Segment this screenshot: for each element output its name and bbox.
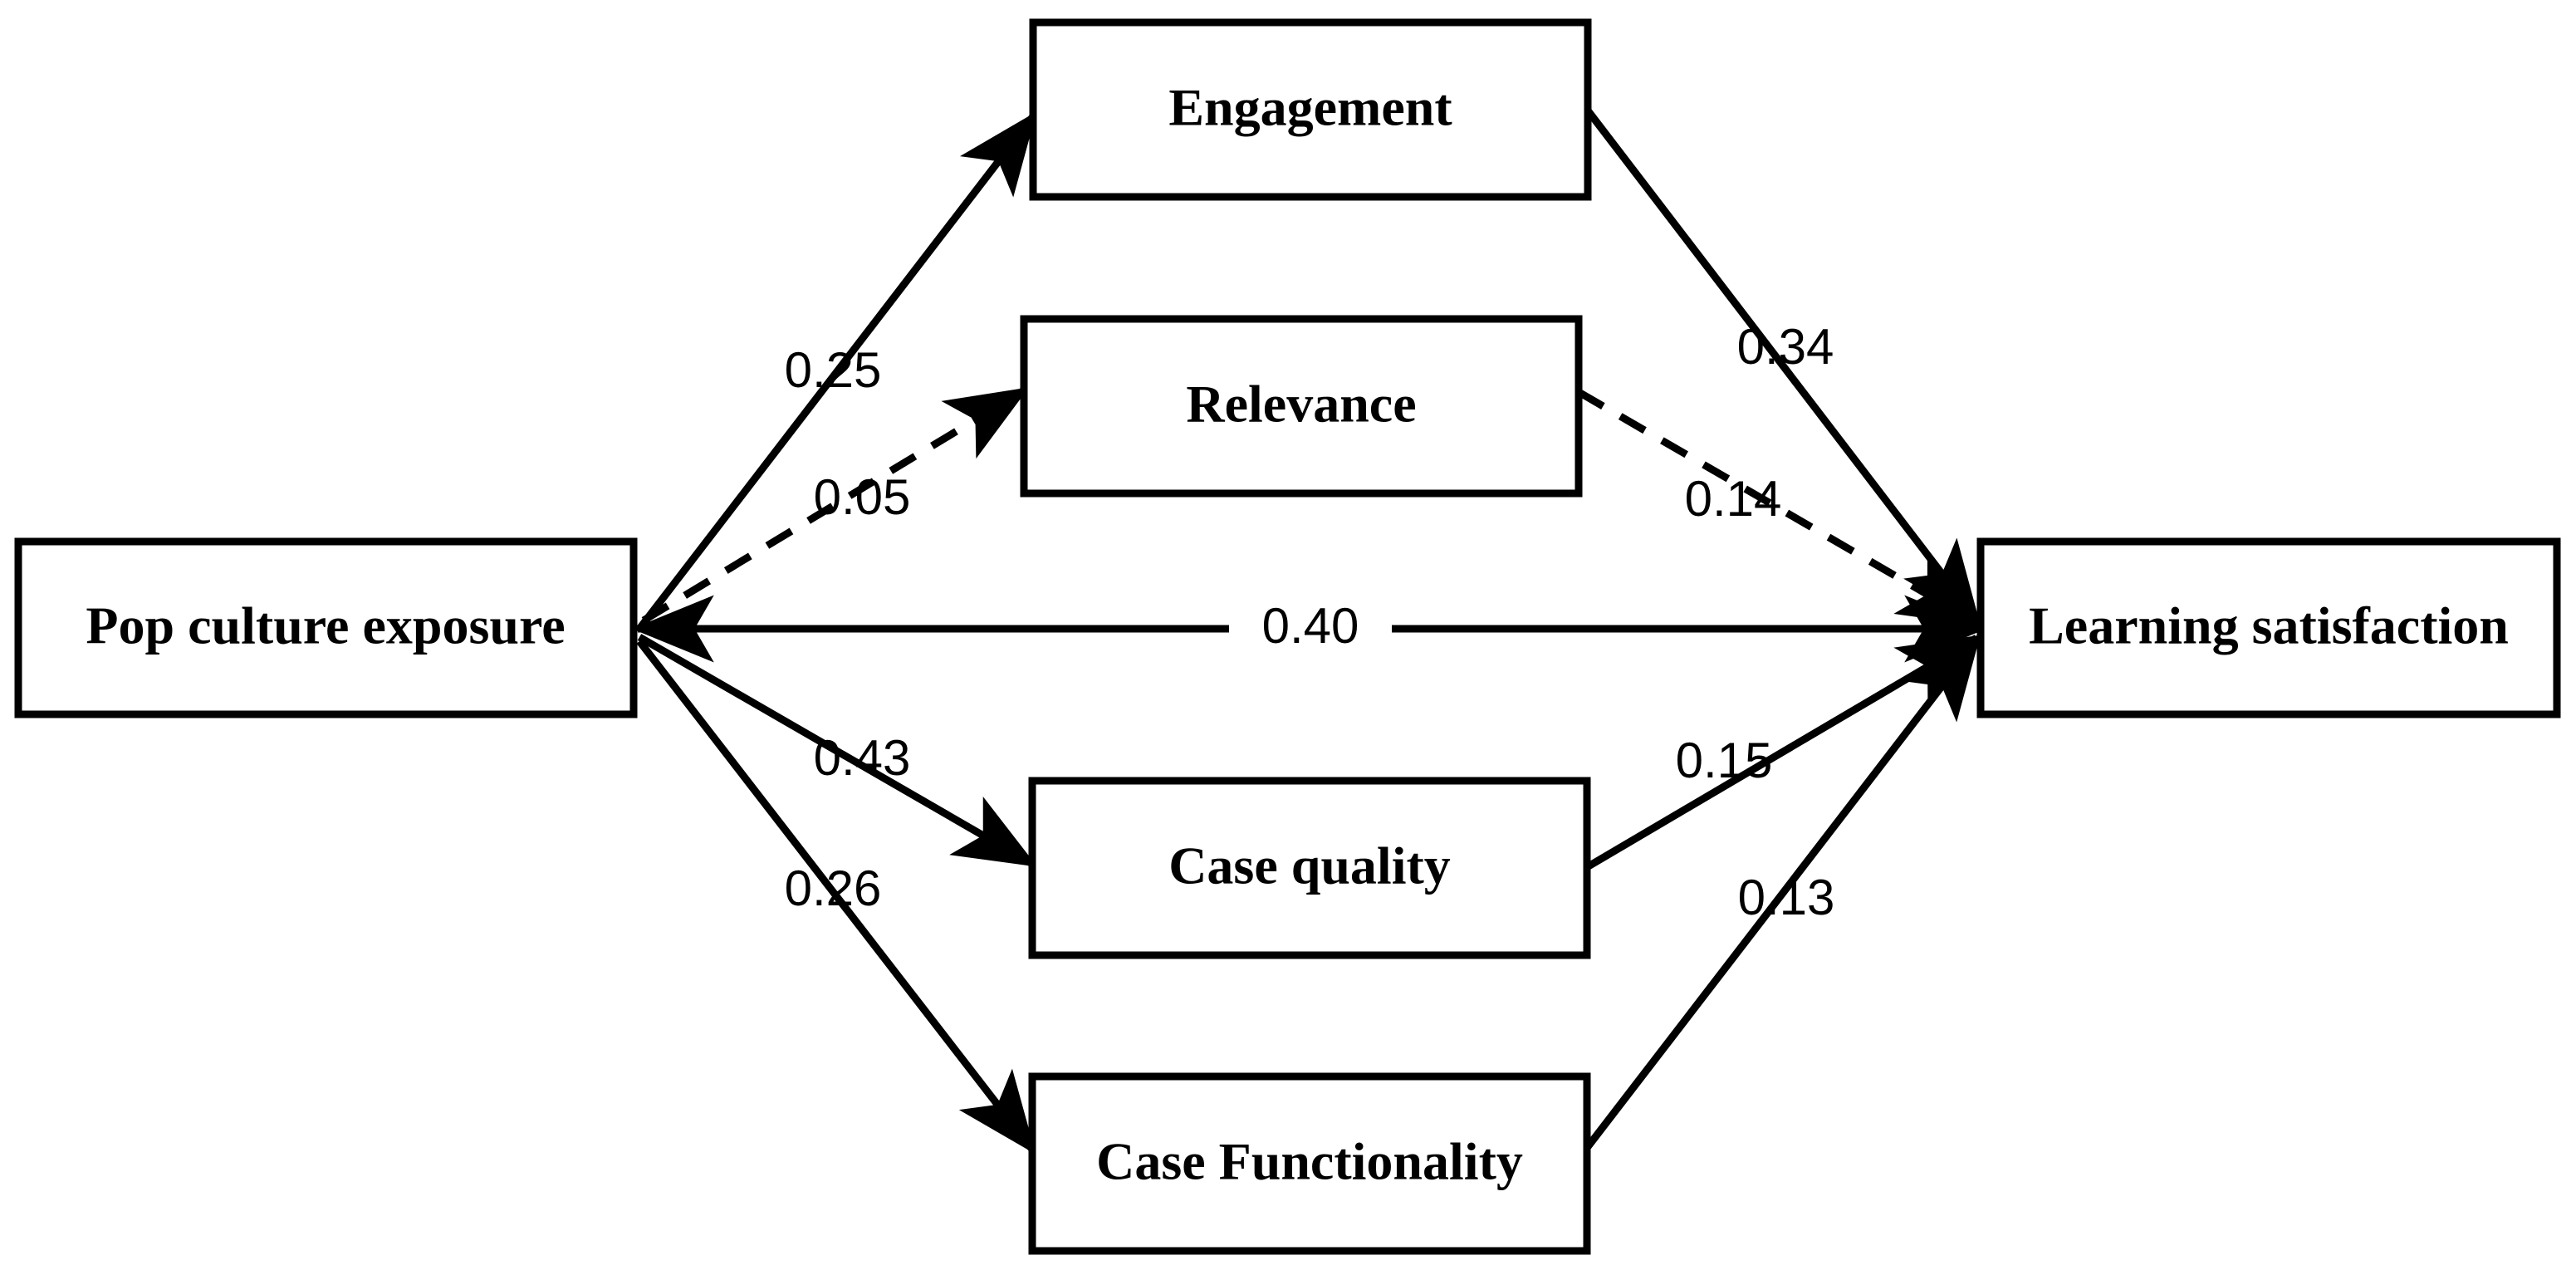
node-relevance[interactable]: Relevance <box>1020 315 1583 498</box>
node-case-quality[interactable]: Case quality <box>1028 777 1591 959</box>
path-pce-to-case-quality <box>637 634 1038 867</box>
coefficient-label-pce-satisfaction-direct: 0.40 <box>1262 598 1359 654</box>
node-box-engagement <box>1029 18 1592 201</box>
coefficient-label-pce-case-functionality: 0.26 <box>785 861 882 916</box>
node-box-learning-satisfaction <box>1976 537 2561 718</box>
node-learning-satisfaction[interactable]: Learning satisfaction <box>1976 537 2561 718</box>
coefficient-label-case-functionality-satisfaction: 0.13 <box>1738 870 1835 925</box>
node-label-case-functionality: Case Functionality <box>1096 1132 1523 1191</box>
path-pce-to-relevance <box>641 387 1030 624</box>
node-box-relevance <box>1020 315 1583 498</box>
coefficient-label-pce-relevance: 0.05 <box>814 469 911 525</box>
coefficient-label-pce-case-quality: 0.43 <box>814 730 911 786</box>
coefficient-label-pce-engagement: 0.25 <box>785 342 882 398</box>
node-label-case-quality: Case quality <box>1168 836 1451 895</box>
node-label-relevance: Relevance <box>1186 375 1416 434</box>
node-case-functionality[interactable]: Case Functionality <box>1028 1072 1591 1255</box>
node-label-engagement: Engagement <box>1168 78 1452 137</box>
path-engagement-to-satisfaction <box>1584 108 1981 624</box>
node-box-case-functionality <box>1028 1072 1591 1255</box>
path-pce-to-case-functionality <box>636 639 1036 1155</box>
node-box-pop-culture-exposure <box>14 537 638 718</box>
node-label-learning-satisfaction: Learning satisfaction <box>2029 596 2509 655</box>
coefficient-label-relevance-satisfaction: 0.14 <box>1685 471 1782 527</box>
node-label-pop-culture-exposure: Pop culture exposure <box>86 596 565 655</box>
node-engagement[interactable]: Engagement <box>1029 18 1592 201</box>
path-case-functionality-to-satisfaction <box>1584 636 1981 1150</box>
node-box-case-quality <box>1028 777 1591 959</box>
path-pce-to-engagement <box>636 111 1037 631</box>
path-case-quality-to-satisfaction <box>1584 635 1982 870</box>
coefficient-label-engagement-satisfaction: 0.34 <box>1737 319 1834 375</box>
coefficient-label-case-quality-satisfaction: 0.15 <box>1676 733 1773 788</box>
node-pop-culture-exposure[interactable]: Pop culture exposure <box>14 537 638 718</box>
